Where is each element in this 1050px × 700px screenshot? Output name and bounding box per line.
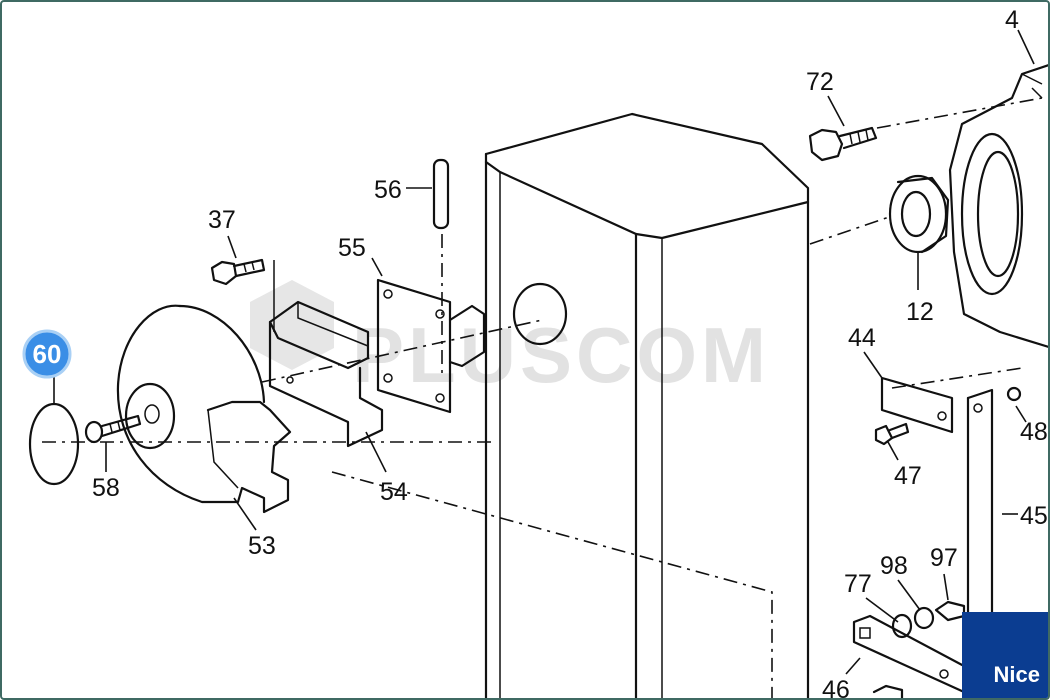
label-part-98: 98 [880, 552, 908, 580]
axis-lines [42, 97, 1043, 698]
part-cover-53 [116, 304, 292, 514]
badge-circle[interactable] [22, 329, 72, 379]
label-part-12: 12 [906, 298, 934, 326]
label-part-97: 97 [930, 544, 958, 572]
label-part-54: 54 [380, 478, 408, 506]
watermark-text: PLUSCOM [352, 311, 770, 399]
label-part-77: 77 [844, 570, 872, 598]
label-part-48: 48 [1020, 418, 1048, 446]
badge-label: 60 [33, 339, 62, 369]
label-part-45: 45 [1020, 502, 1048, 530]
label-part-4: 4 [1005, 6, 1019, 34]
label-part-55: 55 [338, 234, 366, 262]
part-labels: 4 72 56 37 55 12 44 48 47 45 58 54 53 77… [92, 6, 1048, 700]
part-cap-60 [28, 402, 80, 486]
label-part-58: 58 [92, 474, 120, 502]
part-pin-56 [432, 158, 450, 230]
label-part-47: 47 [894, 462, 922, 490]
part-nut-48 [1006, 386, 1022, 402]
label-part-37: 37 [208, 206, 236, 234]
label-part-56: 56 [374, 176, 402, 204]
part-washers-77-98-97 [872, 600, 966, 698]
part-housing-4 [948, 64, 1048, 348]
part-plate-44 [880, 376, 954, 434]
part-seal-12 [888, 174, 950, 254]
part-screw-47 [874, 422, 910, 446]
label-part-44: 44 [848, 324, 876, 352]
brand-label: Nice [993, 662, 1040, 687]
leader-lines [53, 29, 1035, 675]
label-part-72: 72 [806, 68, 834, 96]
part-plate-55 [376, 278, 486, 414]
brand-logo: Nice [962, 612, 1048, 698]
label-part-46: 46 [822, 676, 850, 700]
part-screw-58 [84, 414, 142, 444]
part-column [484, 112, 810, 698]
label-part-53: 53 [248, 532, 276, 560]
part-bracket-54 [268, 300, 384, 448]
watermark: PLUSCOM [250, 280, 770, 399]
highlight-badge-60[interactable]: 60 [22, 329, 72, 379]
part-bolt-72 [808, 126, 878, 162]
part-plate-46 [852, 614, 966, 694]
